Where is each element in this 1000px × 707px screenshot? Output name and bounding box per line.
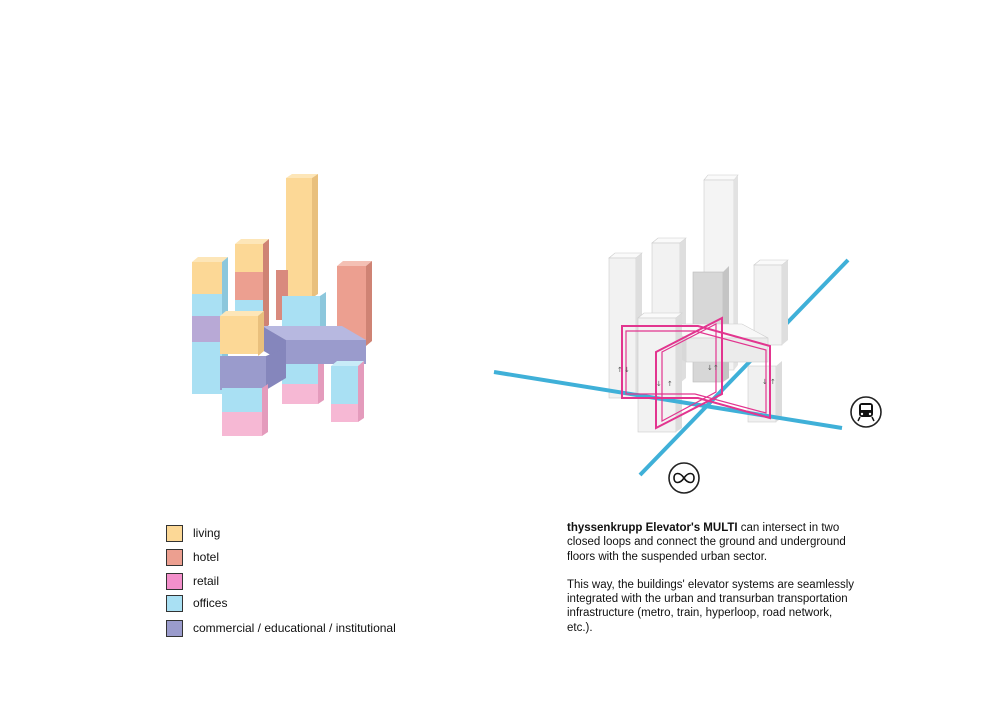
gray-tower-right <box>753 259 789 346</box>
svg-text:↑: ↑ <box>770 378 776 386</box>
description-p1-text: can intersect in two closed loops and co… <box>567 522 846 563</box>
tower-hotel-right <box>337 261 372 346</box>
program-massing <box>192 174 372 436</box>
elevator-massing: ↑↓ ↓↑ ↓↑ ↓↑ <box>493 174 882 494</box>
svg-text:↑: ↑ <box>713 364 719 372</box>
legend-swatch-living <box>166 525 183 542</box>
bridge-commercial <box>220 326 366 390</box>
hyperloop-line <box>638 258 850 477</box>
train-icon <box>850 396 882 428</box>
tower-front <box>220 311 268 436</box>
description-paragraph-2: This way, the buildings' elevator system… <box>567 578 855 634</box>
svg-text:↓: ↓ <box>762 378 768 386</box>
svg-text:↑: ↑ <box>667 380 673 388</box>
svg-text:↓: ↓ <box>624 366 630 374</box>
infinity-icon <box>668 462 700 494</box>
legend-label-hotel: hotel <box>193 550 220 564</box>
svg-text:↓: ↓ <box>656 380 662 388</box>
legend-swatch-retail <box>166 573 183 590</box>
description-highlight: thyssenkrupp Elevator's MULTI <box>567 522 738 534</box>
metro-line <box>493 370 843 430</box>
legend-swatch-offices <box>166 595 183 612</box>
legend-label-living: living <box>193 526 221 540</box>
description: thyssenkrupp Elevator's MULTI can inters… <box>567 521 857 649</box>
legend-label-retail: retail <box>193 574 220 588</box>
legend-swatch-commercial <box>166 620 183 637</box>
tower-tall-living <box>286 174 318 298</box>
description-paragraph-1: thyssenkrupp Elevator's MULTI can inters… <box>567 521 857 564</box>
legend: living hotel retail offices commercial /… <box>166 522 466 642</box>
loop-outer <box>621 325 771 420</box>
loop-cross-inner <box>661 323 717 423</box>
svg-text:↓: ↓ <box>707 364 713 372</box>
svg-text:↑: ↑ <box>617 366 623 374</box>
legend-swatch-hotel <box>166 549 183 566</box>
tower-offices-right <box>331 361 364 422</box>
legend-label-offices: offices <box>193 596 228 610</box>
legend-label-commercial: commercial / educational / institutional <box>193 621 396 635</box>
elevator-arrows: ↑↓ ↓↑ ↓↑ ↓↑ <box>617 364 776 388</box>
loop-cross <box>655 316 723 430</box>
elevator-loops <box>621 316 771 430</box>
